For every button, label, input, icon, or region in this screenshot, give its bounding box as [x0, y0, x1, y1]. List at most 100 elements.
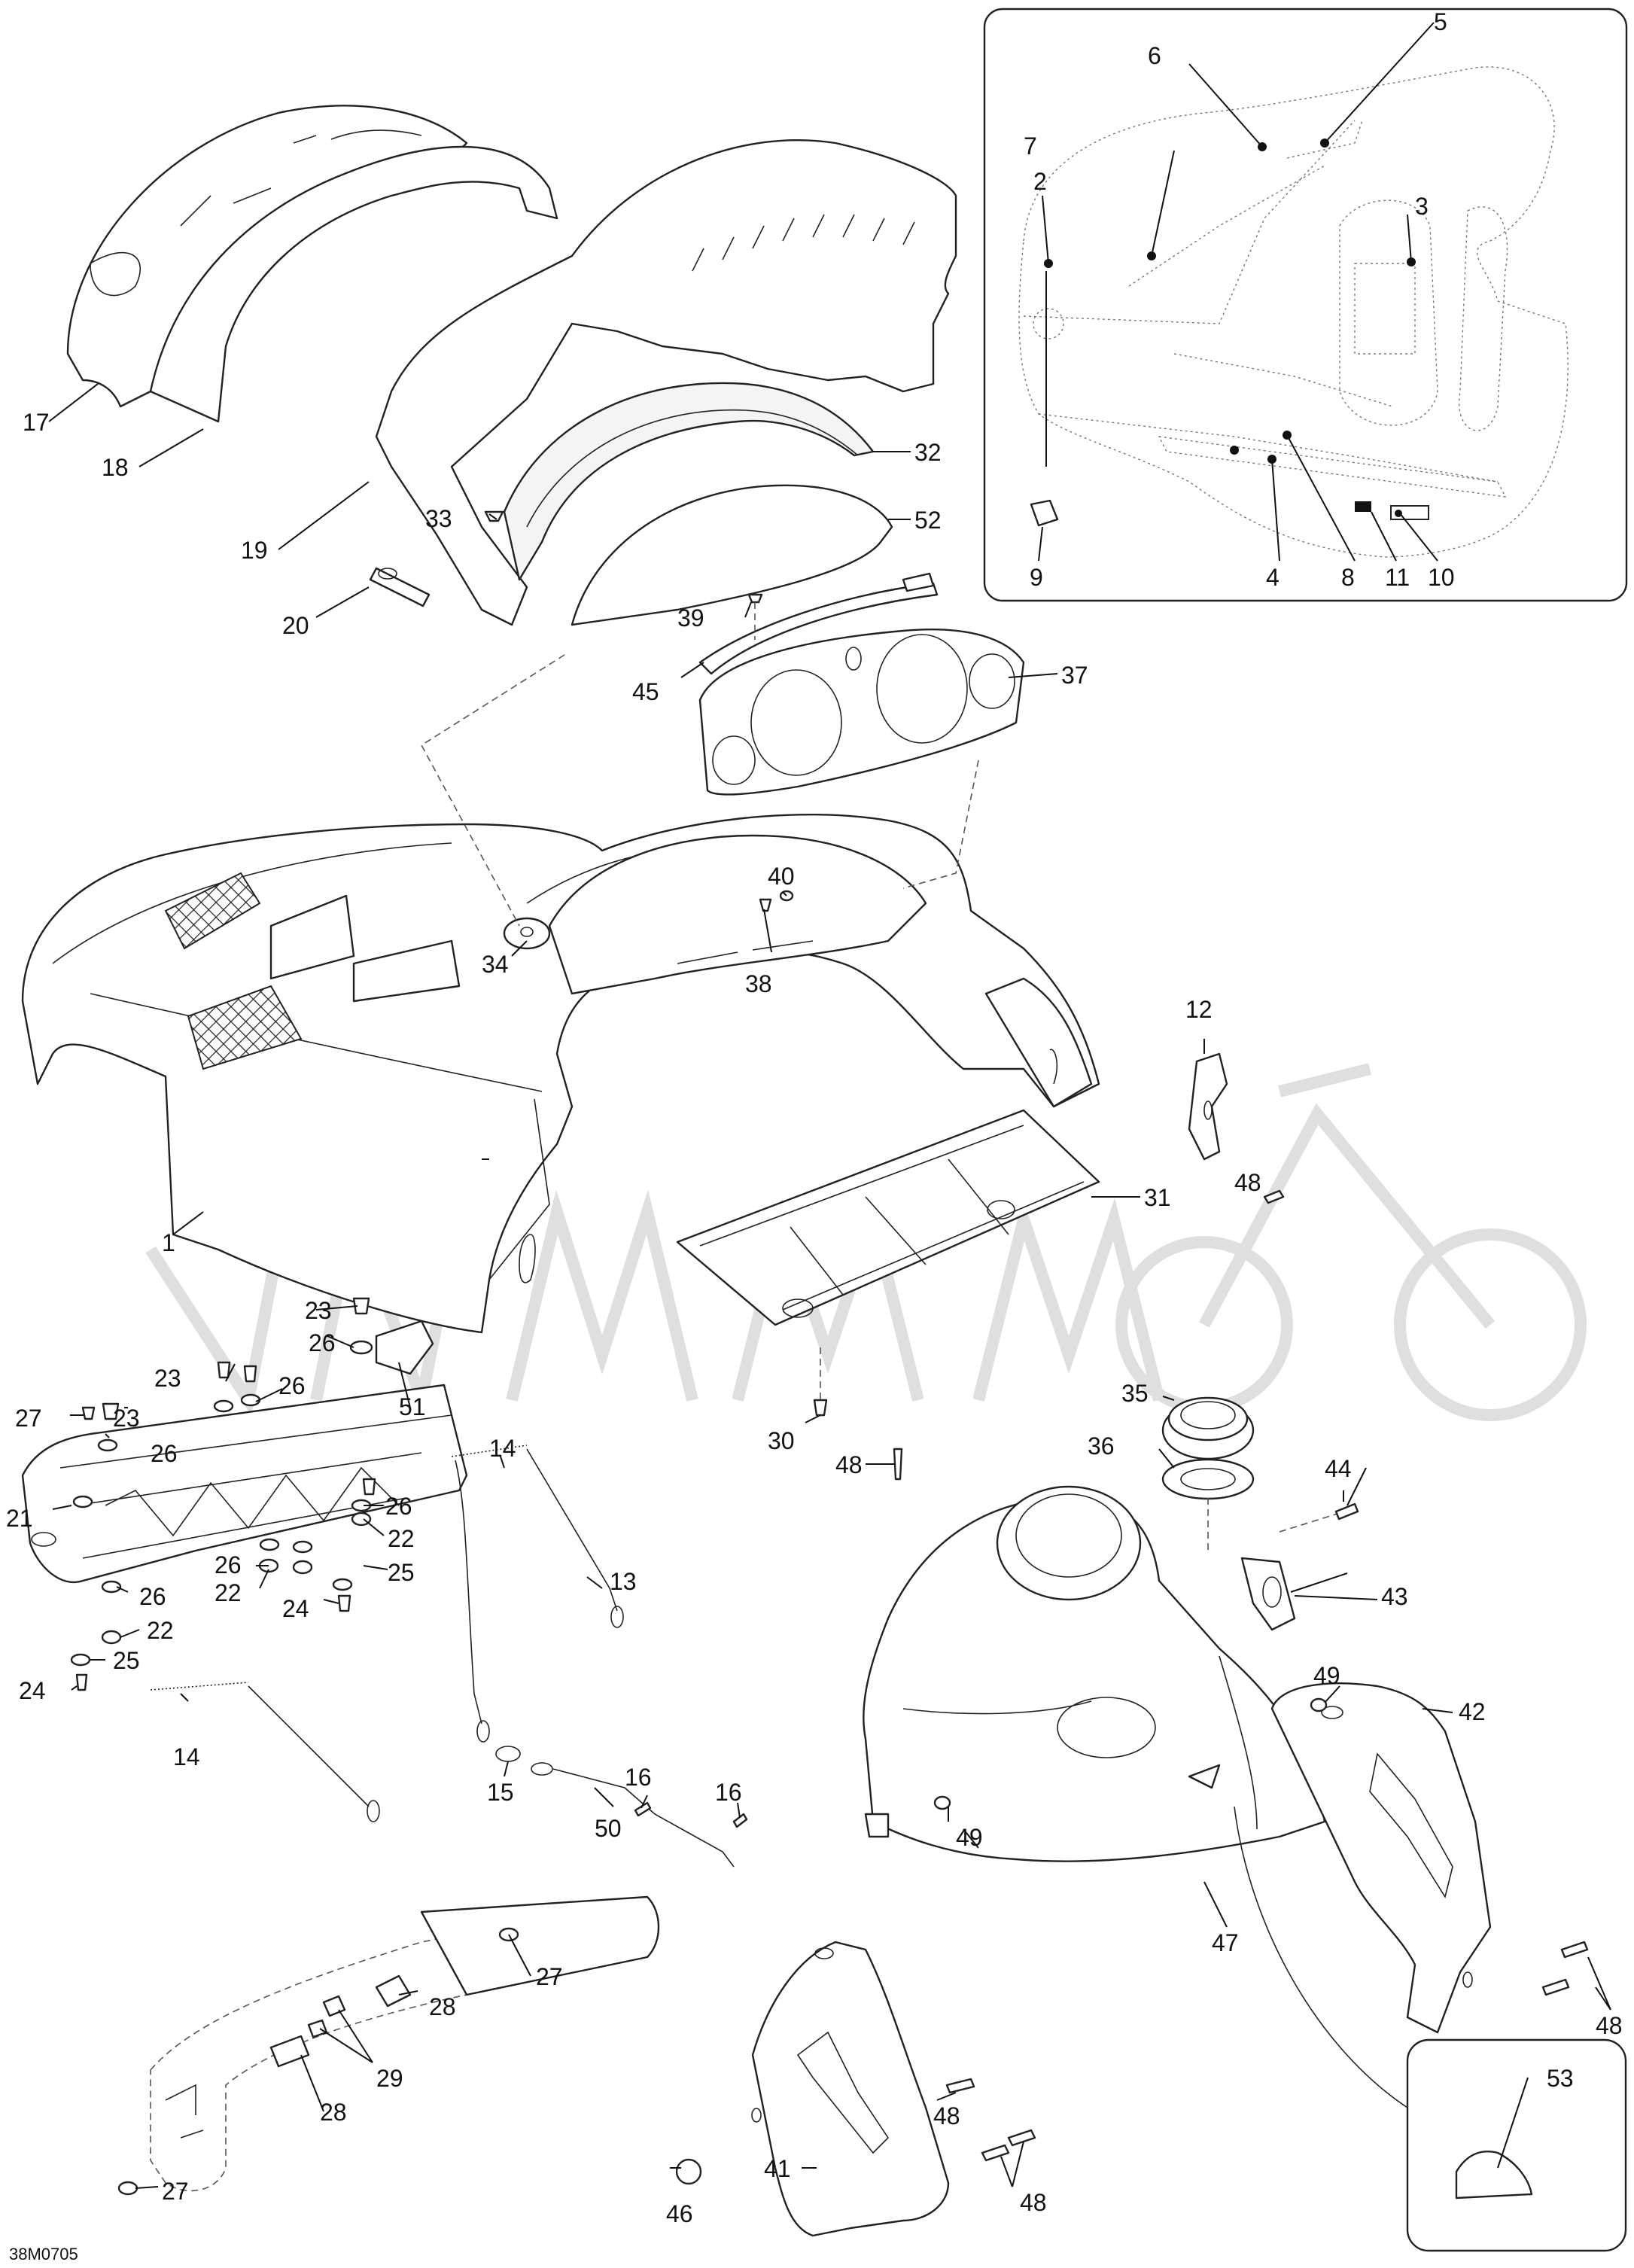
bezel-37	[698, 629, 1025, 796]
callout-25-a: 25	[388, 1559, 415, 1586]
callout-21: 21	[6, 1505, 33, 1532]
callout-9: 9	[1030, 564, 1043, 591]
callout-11: 11	[1385, 564, 1410, 591]
callout-26-b: 26	[278, 1372, 306, 1399]
callout-37: 37	[1061, 662, 1088, 689]
callout-20: 20	[282, 612, 309, 639]
callout-31: 31	[1144, 1184, 1171, 1211]
callout-6: 6	[1148, 42, 1161, 69]
bracket-51	[375, 1320, 434, 1375]
callout-24-b: 24	[282, 1595, 309, 1622]
callout-22-a: 22	[388, 1525, 415, 1552]
callout-16-first: 16	[625, 1764, 652, 1791]
callout-30: 30	[768, 1427, 795, 1454]
callout-23-a: 23	[305, 1297, 332, 1324]
panel-18	[149, 145, 558, 423]
callout-52: 52	[914, 507, 942, 534]
plugs-49-46	[675, 1697, 1328, 2185]
windshield-19	[375, 139, 957, 626]
side-panel-42	[1270, 1682, 1492, 2034]
callout-16-top: 16	[715, 1779, 742, 1806]
callout-23-b: 23	[154, 1365, 181, 1392]
callout-48-a: 48	[1234, 1169, 1261, 1196]
clip-20	[369, 567, 431, 607]
callout-48-d: 48	[933, 2102, 960, 2129]
callout-3: 3	[1415, 193, 1429, 220]
callout-43: 43	[1381, 1583, 1408, 1610]
leader-lines	[48, 22, 1611, 2189]
callout-28-b: 28	[320, 2099, 347, 2126]
inset-panel	[983, 8, 1628, 602]
callout-33: 33	[425, 505, 452, 532]
callout-34: 34	[482, 951, 509, 978]
hood-1	[21, 813, 1100, 1334]
assembly-line-1	[420, 654, 565, 927]
callout-26-d: 26	[385, 1493, 412, 1520]
callout-7: 7	[1024, 132, 1037, 160]
callout-19: 19	[241, 537, 268, 564]
callout-32: 32	[914, 439, 942, 466]
callout-35: 35	[1121, 1380, 1149, 1407]
callout-38: 38	[745, 970, 772, 997]
clip-50	[552, 1768, 735, 1868]
tether-13	[451, 1445, 624, 1743]
callout-46: 46	[666, 2200, 693, 2227]
callout-42: 42	[1459, 1698, 1486, 1725]
callout-45: 45	[632, 678, 659, 705]
rivets-48	[893, 1189, 1589, 2162]
callout-47: 47	[1212, 1929, 1239, 1956]
callout-22-c: 22	[147, 1617, 174, 1644]
callout-5: 5	[1434, 8, 1447, 35]
callout-29: 29	[376, 2065, 403, 2092]
callout-26-a: 26	[309, 1329, 336, 1356]
callout-27-b: 27	[536, 1963, 563, 1990]
callout-48-c: 48	[1596, 2012, 1623, 2039]
rivets-16	[634, 1801, 748, 1828]
callout-48-b: 48	[835, 1451, 863, 1478]
callout-50: 50	[595, 1815, 622, 1842]
assembly-line-2	[902, 760, 979, 889]
screw-39	[747, 593, 763, 640]
callout-27-a: 27	[15, 1405, 42, 1432]
callout-24-c: 24	[19, 1677, 46, 1704]
callout-48-e: 48	[1020, 2189, 1047, 2216]
callout-26-f: 26	[139, 1583, 166, 1610]
callout-49-b: 49	[956, 1824, 983, 1851]
callout-15: 15	[487, 1779, 514, 1806]
callout-1: 1	[162, 1229, 175, 1256]
tether-14	[150, 1682, 380, 1822]
callout-44: 44	[1325, 1455, 1352, 1482]
ring-15	[495, 1746, 553, 1776]
gasket-36	[1161, 1458, 1255, 1500]
callout-28-a: 28	[429, 1993, 456, 2020]
callout-17: 17	[23, 409, 50, 436]
fasteners-left	[70, 1297, 376, 1691]
callout-22-b: 22	[215, 1579, 242, 1606]
callout-36: 36	[1088, 1432, 1115, 1460]
assembly-line-4	[1279, 1512, 1340, 1533]
drawing-code: 38M0705	[9, 2245, 78, 2263]
bracket-12	[1188, 1052, 1228, 1161]
trim-45	[698, 572, 939, 675]
console-47	[863, 1485, 1326, 1862]
foam-52	[571, 484, 893, 626]
callout-14-b: 14	[173, 1743, 200, 1770]
callout-12: 12	[1185, 996, 1213, 1023]
callout-14-a: 14	[489, 1435, 516, 1462]
callout-39: 39	[677, 604, 704, 632]
callout-18: 18	[102, 454, 129, 481]
callout-26-e: 26	[215, 1551, 242, 1578]
tray-31	[676, 1109, 1100, 1326]
callout-51: 51	[399, 1393, 426, 1420]
callout-41: 41	[764, 2155, 791, 2182]
side-panel-41	[751, 1941, 950, 2237]
detail-53	[1234, 1806, 1627, 2252]
screw-33	[484, 510, 504, 522]
fuel-cap-35	[1161, 1396, 1255, 1460]
callout-8: 8	[1341, 564, 1355, 591]
screw-30	[813, 1347, 828, 1417]
cap-34	[503, 917, 551, 950]
callout-23-c: 23	[113, 1405, 140, 1432]
callout-27-c: 27	[162, 2178, 189, 2205]
